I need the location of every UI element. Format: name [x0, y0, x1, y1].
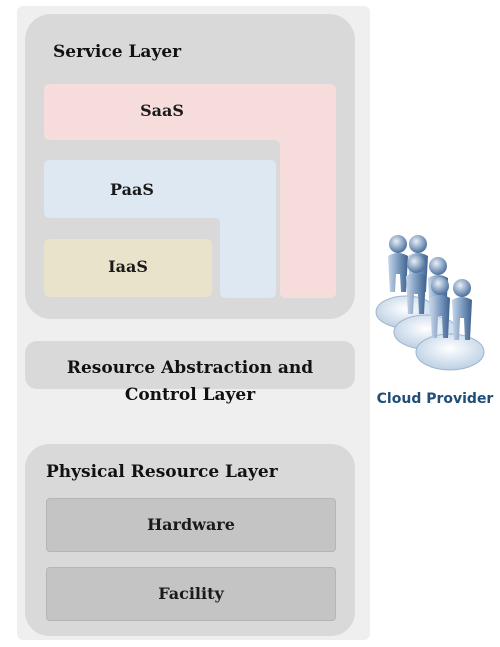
iaas-shape	[44, 239, 212, 297]
facility-box: Facility	[46, 567, 336, 621]
resource-layer-line2: Control Layer	[124, 385, 256, 405]
saas-label: SaaS	[140, 101, 184, 120]
resource-abstraction-layer	[25, 341, 355, 389]
iaas-label: IaaS	[108, 257, 148, 276]
resource-layer-line1: Resource Abstraction and	[66, 358, 314, 378]
hardware-box: Hardware	[46, 498, 336, 552]
resource-layer-title: Resource Abstraction and Control Layer	[25, 355, 355, 409]
paas-shape	[44, 160, 276, 298]
service-layer-title: Service Layer	[53, 42, 182, 62]
people-group-icon	[368, 230, 500, 378]
cloud-provider-label: Cloud Provider	[376, 391, 494, 407]
paas-label: PaaS	[110, 180, 154, 199]
physical-layer-title: Physical Resource Layer	[46, 462, 278, 482]
saas-shape	[44, 84, 336, 298]
